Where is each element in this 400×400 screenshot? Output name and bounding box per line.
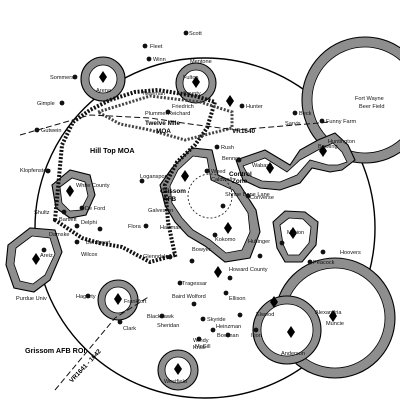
label-rush: Rush xyxy=(221,145,234,151)
label-hill-top-moa: Hill Top MOA xyxy=(90,146,135,155)
label-areiz: Areiz xyxy=(40,253,53,259)
label-sarvis: Sarvis xyxy=(285,121,301,127)
label-newman: Newman xyxy=(143,91,165,97)
label-skyride: Skyride xyxy=(207,317,226,323)
label-twelve-mile-moa: Twelve Mile xyxy=(145,120,180,127)
label-alexandria: Alexandria xyxy=(315,310,342,316)
twelve-mile-moa-boundary xyxy=(94,94,234,142)
label-flora: Flora xyxy=(128,224,142,230)
label-reichard: Reichard xyxy=(168,111,190,117)
label-county: County xyxy=(183,91,201,97)
label-twelve-mile-moa-2: MOA xyxy=(156,128,171,135)
label-blackhawk: Blackhawk xyxy=(147,314,174,320)
label-delphi: Delphi xyxy=(81,220,97,226)
map-labels: Scott Fleet Winn Mentone Sommers Arena F… xyxy=(16,31,385,385)
label-wabash: Wabash xyxy=(252,163,272,169)
label-hagerty: Hagerty xyxy=(76,294,96,300)
airstrip-dots xyxy=(34,30,326,342)
label-wilcox: Wilcox xyxy=(81,252,98,258)
label-kokomo: Kokomo xyxy=(215,237,236,243)
label-hoovers: Hoovers xyxy=(340,250,361,256)
label-hullinger: Hullinger xyxy=(248,239,270,245)
label-tragessar: Tragessar xyxy=(182,281,207,287)
airport-symbols xyxy=(32,71,337,375)
label-caldwell: Caldwell xyxy=(211,177,232,183)
fort-wayne-airspace xyxy=(301,36,400,164)
label-heinzman: Heinzman xyxy=(216,324,241,330)
label-bowman: Bowman xyxy=(217,333,239,339)
label-afb: AFB xyxy=(163,196,177,203)
marion-airspace xyxy=(272,210,319,263)
label-damske: Damske xyxy=(49,232,70,238)
label-windy: Windy xyxy=(193,338,209,344)
label-grissom-roi: Grissom AFB ROI xyxy=(25,346,85,355)
label-hartman: Hartman xyxy=(160,225,181,231)
label-fulton: Fulton xyxy=(183,75,199,81)
label-frankfort: Frankfort xyxy=(124,299,147,305)
label-winn: Winn xyxy=(153,57,166,63)
control-zone-circle xyxy=(187,173,233,219)
vr1641-route xyxy=(54,295,151,391)
label-huntington: Huntington xyxy=(328,139,355,145)
label-baird-wolford: Baird Wolford xyxy=(172,294,206,300)
label-beck: Beck xyxy=(299,111,312,117)
label-bowling: Bowling xyxy=(318,144,338,150)
label-purdue-univ: Purdue Univ xyxy=(16,296,47,302)
label-elwood: Elwood xyxy=(256,312,274,318)
vr1640-route xyxy=(19,114,331,136)
label-peacock: Peacock xyxy=(313,260,335,266)
label-vr1640: VR1640 xyxy=(232,128,256,135)
hill-top-moa-boundary xyxy=(52,87,218,265)
label-beer-field: Beer Field xyxy=(359,104,385,110)
label-fort-wayne: Fort Wayne xyxy=(355,96,384,102)
label-knoll: Knoll xyxy=(193,345,205,351)
label-funny-farm: Funny Farm xyxy=(326,119,356,125)
muncie-airspace xyxy=(252,257,396,379)
label-converse: Converse xyxy=(250,195,274,201)
label-bowyer: Bowyer xyxy=(192,247,211,253)
label-glenndale: Glenndale xyxy=(143,254,169,260)
label-de-ford: De Ford xyxy=(85,206,105,212)
label-white-county: White County xyxy=(76,183,110,189)
label-shrine-bone-lane: Shrine Bone Lane xyxy=(225,192,270,198)
label-gimple: Gimple xyxy=(37,101,55,107)
label-klopfenstein: Klopfenstein xyxy=(20,168,51,174)
label-hunter: Hunter xyxy=(246,104,263,110)
label-muncie: Muncie xyxy=(326,321,344,327)
label-arena: Arena xyxy=(96,88,112,94)
label-sheridan: Sheridan xyxy=(157,323,179,329)
label-scott: Scott xyxy=(189,31,202,37)
label-gutwein: Gutwein xyxy=(41,128,62,134)
label-control-zone-2: Zone xyxy=(232,178,248,185)
white-county-airspace xyxy=(51,169,96,219)
label-logansport: Logansport xyxy=(140,174,168,180)
label-ellison: Ellison xyxy=(229,296,245,302)
label-plummer: Plummer xyxy=(145,111,168,117)
label-sommers: Sommers xyxy=(50,75,74,81)
label-friedrich: Friedrich xyxy=(172,104,194,110)
label-marion: Marion xyxy=(287,230,304,236)
label-mcgill: McGill xyxy=(195,344,211,350)
label-anderson: Anderson xyxy=(281,351,305,357)
label-bartlett: Bartlett xyxy=(59,217,77,223)
label-shultz: Shultz xyxy=(34,210,50,216)
label-galveston: Galveston xyxy=(148,208,173,214)
label-bernheart: Bernheart xyxy=(86,240,111,246)
label-clark: Clark xyxy=(123,326,136,332)
label-weed: Weed xyxy=(211,169,226,175)
label-benner: Benner xyxy=(222,156,240,162)
label-fleet: Fleet xyxy=(150,44,163,50)
label-mentone: Mentone xyxy=(190,59,212,65)
label-control-zone: Control xyxy=(229,171,252,178)
label-grissom: Grissom xyxy=(160,188,186,195)
label-howard-county: Howard County xyxy=(229,267,268,273)
label-westfield: Westfield xyxy=(164,379,187,385)
label-irion: Irion xyxy=(251,333,262,339)
